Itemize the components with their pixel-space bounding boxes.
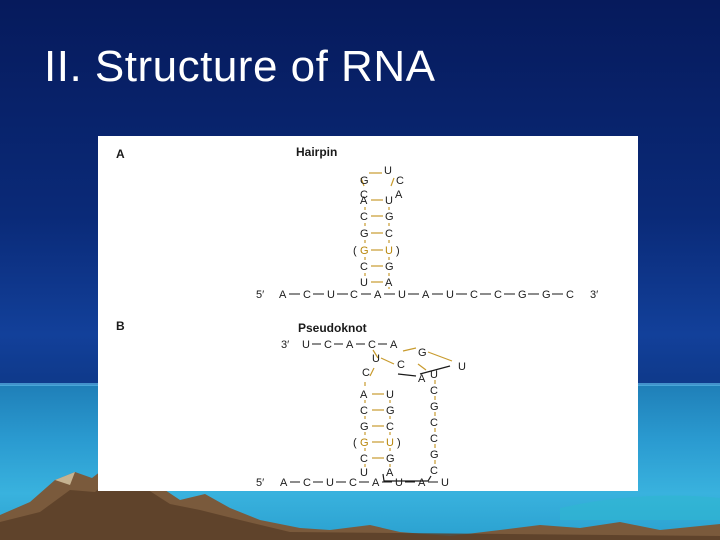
hairpin-wobble-open-paren: ( [353, 245, 357, 257]
pseudoknot-right-nt-1: U [430, 369, 438, 381]
hairpin-loop-nt-4: C [360, 189, 368, 201]
hairpin-stem-right-2: G [385, 211, 394, 223]
pseudoknot-bonds [364, 347, 453, 467]
pseudoknot-top-nt-2: C [324, 339, 332, 351]
pseudoknot-bottom-nt-4: C [349, 477, 357, 489]
hairpin-strand-nt-11: G [518, 289, 527, 301]
pseudoknot-right-nt-2: C [430, 385, 438, 397]
pseudoknot-stem-left-6: U [360, 467, 368, 479]
hairpin-loop-nt-5: G [360, 175, 369, 187]
hairpin-loop-nt-2: C [396, 175, 404, 187]
pseudoknot-3prime-label: 3′ [281, 339, 289, 351]
hairpin-strand-nt-8: U [446, 289, 454, 301]
hairpin-stem-left-5: C [360, 261, 368, 273]
pseudoknot-stem-right-2: G [386, 405, 395, 417]
panel-a-letter: A [116, 147, 125, 161]
pseudoknot-wobble-open-paren: ( [353, 437, 357, 449]
hairpin-strand-nt-9: C [470, 289, 478, 301]
pseudoknot-top-nt-1: U [302, 339, 310, 351]
pseudoknot-bottom-nt-7: A [418, 477, 426, 489]
pseudoknot-loop-nt-1: U [372, 353, 380, 365]
pseudoknot-loop-nt-3: C [397, 359, 405, 371]
hairpin-strand-nt-2: C [303, 289, 311, 301]
pseudoknot-connectors [382, 365, 451, 482]
pseudoknot-right-nt-7: C [430, 465, 438, 477]
pseudoknot-5prime-label: 5′ [256, 477, 264, 489]
pseudoknot-loop-nt-2: G [418, 347, 427, 359]
pseudoknot-stem-left-2: C [360, 405, 368, 417]
hairpin-stem-right-3: C [385, 228, 393, 240]
hairpin-stem: A U C G G C ( G U ) C G U A [353, 195, 400, 289]
pseudoknot-top-nt-4: C [368, 339, 376, 351]
pseudoknot-loop-nt-5: A [418, 373, 426, 385]
hairpin-stem-left-1: A [360, 195, 368, 207]
pseudoknot-stem-left-4: G [360, 437, 369, 449]
hairpin-strand-nt-6: U [398, 289, 406, 301]
hairpin-strand-nt-4: C [350, 289, 358, 301]
hairpin-bonds [360, 172, 395, 289]
hairpin-stem-left-2: C [360, 211, 368, 223]
pseudoknot-stem-left-3: G [360, 421, 369, 433]
hairpin-strand-nt-3: U [327, 289, 335, 301]
mountain-range [0, 460, 720, 540]
pseudoknot-right-nt-5: C [430, 433, 438, 445]
hairpin-strand-nt-1: A [279, 289, 287, 301]
pseudoknot-bottom-strand: A C U C A U A U [280, 477, 449, 489]
pseudoknot-stem-left-5: C [360, 453, 368, 465]
pseudoknot-stem-right-1: U [386, 389, 394, 401]
pseudoknot-stem-right-5: G [386, 453, 395, 465]
hairpin-loop-nt-3: A [395, 189, 403, 201]
pseudoknot-top-nt-3: A [346, 339, 354, 351]
pseudoknot-stem-right-6: A [386, 467, 394, 479]
pseudoknot-stem-left-1: A [360, 389, 368, 401]
pseudoknot-right-nt-4: C [430, 417, 438, 429]
pseudoknot-loop-nt-4: C [362, 367, 370, 379]
pseudoknot-right-nt-6: G [430, 449, 439, 461]
pseudoknot-bottom-nt-2: C [303, 477, 311, 489]
panel-b-letter: B [116, 319, 125, 333]
pseudoknot-stem: A U C G G C ( G U ) C G U A [353, 389, 401, 479]
hairpin-strand-nt-13: C [566, 289, 574, 301]
pseudoknot-top-nt-5: A [390, 339, 398, 351]
pseudoknot-bottom-nt-5: A [372, 477, 380, 489]
hairpin-strand-nt-12: G [542, 289, 551, 301]
hairpin-stem-left-4: G [360, 245, 369, 257]
hairpin-loop-nt-1: U [384, 165, 392, 177]
pseudoknot-bottom-nt-6: U [395, 477, 403, 489]
pseudoknot-loop-nt-6: U [458, 361, 466, 373]
hairpin-strand-nt-10: C [494, 289, 502, 301]
pseudoknot-bottom-nt-8: U [441, 477, 449, 489]
hairpin-stem-right-5: G [385, 261, 394, 273]
pseudoknot-stem-right-3: C [386, 421, 394, 433]
hairpin-strand-nt-7: A [422, 289, 430, 301]
pseudoknot-stem-right-4: U [386, 437, 394, 449]
hairpin-stem-right-6: A [385, 277, 393, 289]
hairpin-stem-right-1: U [385, 195, 393, 207]
pseudoknot-top-strand: U C A C A [302, 339, 398, 351]
pseudoknot-right-column: U C G C C G C [430, 369, 439, 477]
hairpin-5prime-label: 5′ [256, 289, 264, 301]
hairpin-stem-right-4: U [385, 245, 393, 257]
hairpin-stem-left-3: G [360, 228, 369, 240]
pseudoknot-bottom-nt-3: U [326, 477, 334, 489]
pseudoknot-bottom-nt-1: A [280, 477, 288, 489]
slide-title: II. Structure of RNA [44, 42, 436, 91]
rna-structure-figure: A Hairpin U C A C [98, 136, 638, 491]
hairpin-stem-left-6: U [360, 277, 368, 289]
hairpin-wobble-close-paren: ) [396, 245, 400, 257]
panel-b-title: Pseudoknot [298, 321, 367, 335]
hairpin-strand: A C U C A U A U C C G G C [279, 289, 574, 301]
hairpin-3prime-label: 3′ [590, 289, 598, 301]
panel-a-title: Hairpin [296, 145, 337, 159]
pseudoknot-wobble-close-paren: ) [397, 437, 401, 449]
hairpin-strand-nt-5: A [374, 289, 382, 301]
pseudoknot-right-nt-3: G [430, 401, 439, 413]
